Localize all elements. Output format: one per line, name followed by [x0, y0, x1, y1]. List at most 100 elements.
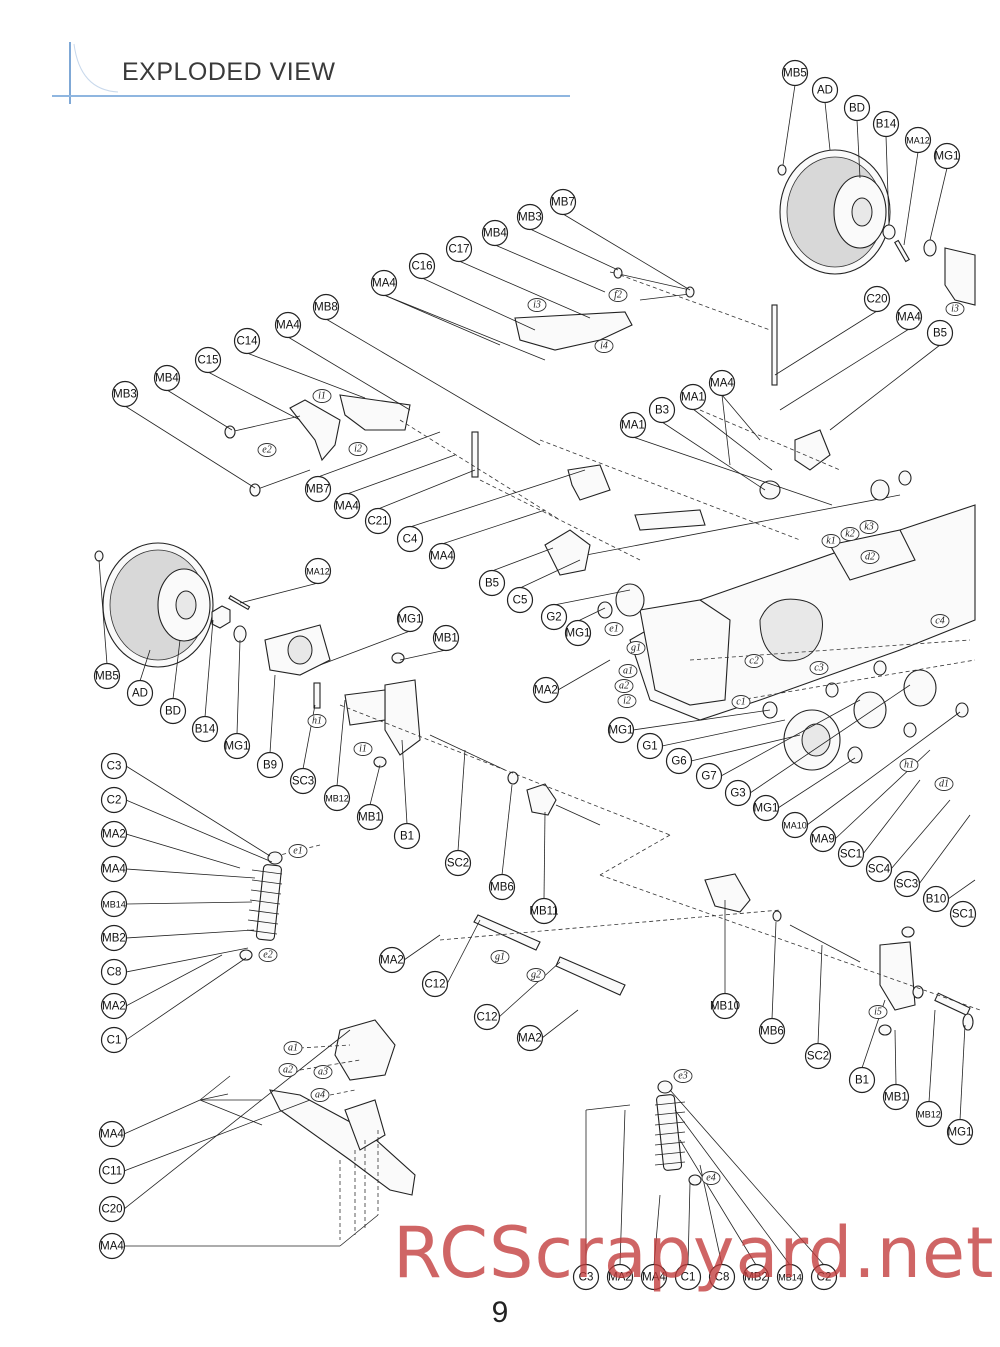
- svg-text:MA1: MA1: [681, 392, 705, 404]
- body-post-left: [471, 431, 479, 478]
- svg-text:MB6: MB6: [760, 1026, 784, 1038]
- svg-text:h1: h1: [312, 716, 322, 727]
- svg-text:MB14: MB14: [778, 1273, 802, 1283]
- svg-text:c1: c1: [736, 697, 745, 708]
- body-post-rear: [771, 304, 778, 386]
- main-chassis: [544, 429, 976, 721]
- svg-text:e2: e2: [262, 445, 271, 456]
- part-label: MB8: [312, 293, 340, 321]
- svg-text:C14: C14: [236, 336, 258, 348]
- svg-text:C15: C15: [197, 355, 218, 367]
- reference-mark: i5: [868, 1005, 888, 1019]
- svg-text:B1: B1: [400, 831, 414, 843]
- rear-shock-absorber: [654, 1080, 702, 1186]
- part-label: SC1: [949, 900, 977, 928]
- svg-text:f2: f2: [614, 290, 622, 301]
- part-label: G1: [636, 732, 664, 760]
- svg-text:MG1: MG1: [225, 741, 250, 753]
- svg-text:a4: a4: [315, 1090, 325, 1101]
- svg-text:d1: d1: [939, 779, 949, 790]
- svg-text:i3: i3: [951, 304, 959, 315]
- svg-text:i5: i5: [874, 1007, 882, 1018]
- reference-mark: i4: [594, 339, 614, 353]
- svg-text:MB10: MB10: [710, 1001, 740, 1013]
- svg-text:C12: C12: [476, 1012, 497, 1024]
- svg-text:C20: C20: [101, 1204, 122, 1216]
- reference-mark: i1: [312, 389, 332, 403]
- part-label: C12: [473, 1003, 501, 1031]
- svg-text:MG1: MG1: [948, 1127, 973, 1139]
- part-label: C20: [863, 285, 891, 313]
- part-label: MA2: [606, 1263, 634, 1291]
- part-label: B14: [191, 715, 219, 743]
- reference-mark: k2: [840, 527, 860, 541]
- part-label: MB4: [153, 364, 181, 392]
- svg-text:MA4: MA4: [642, 1272, 666, 1284]
- svg-text:i2: i2: [623, 696, 631, 707]
- svg-text:MA2: MA2: [102, 1001, 126, 1013]
- svg-text:B14: B14: [876, 119, 897, 131]
- svg-text:MB7: MB7: [551, 197, 575, 209]
- svg-text:k1: k1: [826, 536, 835, 547]
- svg-text:BD: BD: [849, 103, 865, 115]
- part-label: B1: [393, 822, 421, 850]
- part-label: MG1: [564, 619, 592, 647]
- svg-text:MA4: MA4: [100, 1241, 124, 1253]
- svg-text:MG1: MG1: [609, 725, 634, 737]
- svg-text:SC1: SC1: [840, 849, 862, 861]
- reference-mark: a2: [614, 679, 634, 693]
- svg-text:B3: B3: [655, 405, 669, 417]
- svg-text:B9: B9: [263, 760, 277, 772]
- reference-mark: d2: [860, 550, 880, 564]
- svg-text:h1: h1: [904, 760, 914, 771]
- svg-text:SC4: SC4: [868, 864, 891, 876]
- svg-text:MA2: MA2: [102, 829, 126, 841]
- reference-mark: a3: [313, 1065, 333, 1079]
- part-label: MB1: [882, 1083, 910, 1111]
- svg-text:a3: a3: [318, 1067, 328, 1078]
- front-shock-absorber: [239, 851, 283, 961]
- part-label: MG1: [223, 732, 251, 760]
- part-label: G3: [724, 779, 752, 807]
- svg-text:C2: C2: [817, 1272, 832, 1284]
- reference-mark: a1: [283, 1041, 303, 1055]
- svg-text:C8: C8: [107, 967, 122, 979]
- front-bumper: [269, 1019, 416, 1196]
- page-number: 9: [491, 1296, 509, 1329]
- reference-mark: h1: [307, 714, 327, 728]
- svg-text:MA4: MA4: [335, 501, 359, 513]
- svg-text:i2: i2: [354, 444, 362, 455]
- part-label: MA12: [904, 126, 932, 154]
- reference-mark: a1: [618, 664, 638, 678]
- svg-text:SC2: SC2: [447, 858, 469, 870]
- part-label: AD: [126, 679, 154, 707]
- reference-mark: i3: [527, 298, 547, 312]
- part-label: MG1: [752, 794, 780, 822]
- part-label: C3: [572, 1263, 600, 1291]
- part-label: MB6: [758, 1017, 786, 1045]
- part-label: SC2: [804, 1042, 832, 1070]
- part-label: SC3: [289, 767, 317, 795]
- part-label: C3: [100, 752, 128, 780]
- svg-text:C3: C3: [107, 761, 122, 773]
- svg-text:MB1: MB1: [884, 1092, 908, 1104]
- svg-text:i3: i3: [533, 300, 541, 311]
- svg-text:C21: C21: [367, 516, 388, 528]
- part-label: SC4: [865, 855, 893, 883]
- part-label: MB2: [742, 1263, 770, 1291]
- wheel-front-left: [94, 542, 251, 668]
- reference-mark: e2: [258, 948, 278, 962]
- part-label: C4: [396, 525, 424, 553]
- svg-text:B1: B1: [855, 1075, 869, 1087]
- svg-text:MA4: MA4: [372, 278, 396, 290]
- reference-mark: g1: [626, 641, 646, 655]
- part-label: C20: [98, 1195, 126, 1223]
- part-label: MG1: [933, 142, 961, 170]
- svg-text:e1: e1: [293, 846, 302, 857]
- reference-mark: e3: [673, 1069, 693, 1083]
- part-label: G6: [665, 747, 693, 775]
- part-label: C16: [408, 252, 436, 280]
- reference-mark: a2: [278, 1063, 298, 1077]
- svg-text:C1: C1: [681, 1272, 696, 1284]
